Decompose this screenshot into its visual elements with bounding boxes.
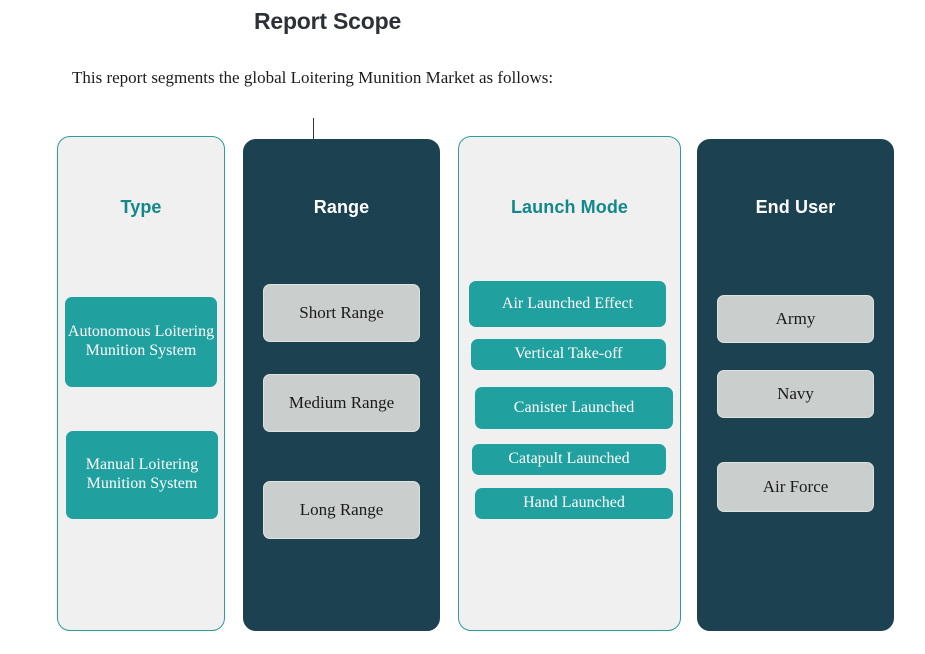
segment-column-type: Type Autonomous Loitering Munition Syste…	[57, 136, 225, 631]
segment-item[interactable]: Canister Launched	[475, 387, 673, 429]
segment-item[interactable]: Short Range	[263, 284, 420, 342]
column-title-range: Range	[313, 197, 370, 217]
segment-item[interactable]: Medium Range	[263, 374, 420, 432]
column-title-end-user: End User	[755, 197, 836, 217]
segment-item[interactable]: Navy	[717, 370, 874, 418]
segment-column-launch-mode: Launch Mode Air Launched Effect Vertical…	[458, 136, 681, 631]
connector-line	[313, 118, 314, 142]
segment-item[interactable]: Autonomous Loitering Munition System	[65, 297, 217, 387]
segment-item[interactable]: Air Force	[717, 462, 874, 512]
report-subtitle: This report segments the global Loiterin…	[72, 68, 554, 87]
column-title-launch-mode: Launch Mode	[510, 197, 629, 217]
segment-column-range: Range Short Range Medium Range Long Rang…	[243, 139, 440, 631]
segment-item[interactable]: Manual Loitering Munition System	[66, 431, 218, 519]
segment-item[interactable]: Vertical Take-off	[471, 339, 666, 370]
page-title: Report Scope	[253, 8, 402, 34]
segment-column-end-user: End User Army Navy Air Force	[697, 139, 894, 631]
segment-item[interactable]: Air Launched Effect	[469, 281, 666, 327]
column-title-type: Type	[120, 197, 162, 217]
segment-item[interactable]: Long Range	[263, 481, 420, 539]
segment-item[interactable]: Hand Launched	[475, 488, 673, 519]
segment-item[interactable]: Army	[717, 295, 874, 343]
segment-item[interactable]: Catapult Launched	[472, 444, 666, 475]
